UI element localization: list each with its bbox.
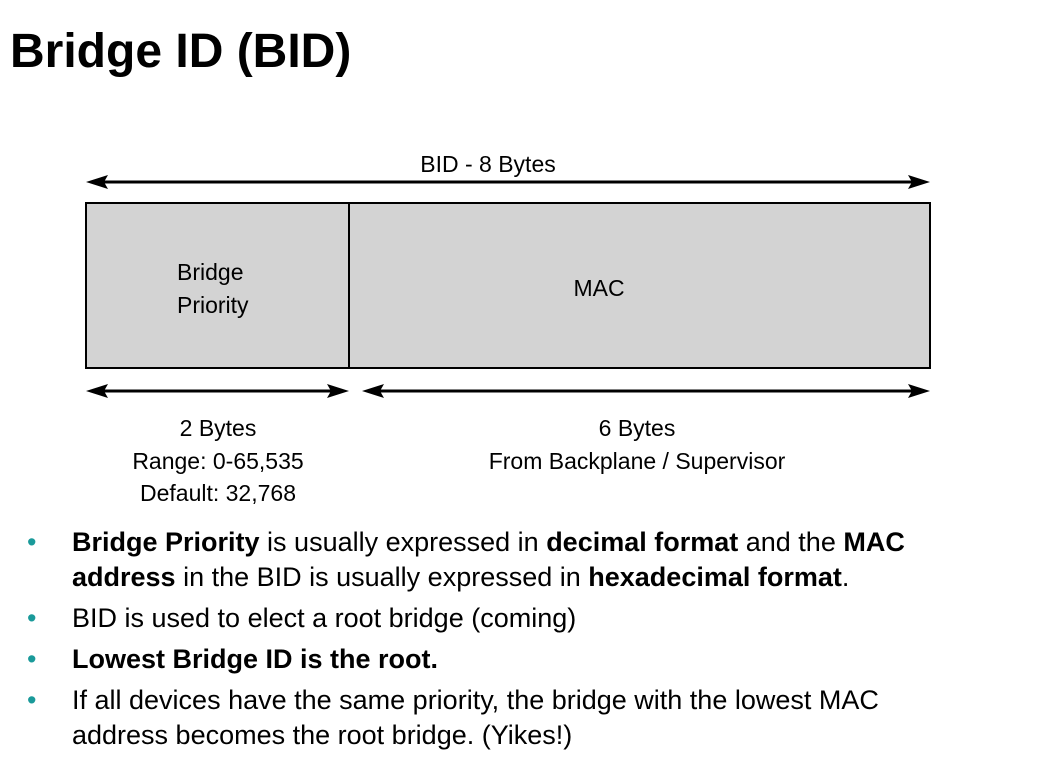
bid-diagram-svg: BID - 8 Bytes Bridge Priority MAC 2 Byte… <box>85 151 931 506</box>
bullet-line: Lowest Bridge ID is the root. <box>72 642 1054 677</box>
bullet-dot-icon: • <box>27 603 37 633</box>
mac-field <box>348 202 931 369</box>
bullet-line: address becomes the root bridge. (Yikes!… <box>72 718 1054 753</box>
bullet-item: • If all devices have the same priority, … <box>0 683 1054 753</box>
bullet-bold-text: MAC <box>843 527 905 557</box>
bullet-text: address becomes the root bridge. (Yikes!… <box>72 720 573 750</box>
bullet-dot-icon: • <box>27 644 37 674</box>
bullet-bold-text: Lowest Bridge ID is the root. <box>72 644 439 674</box>
priority-size-caption: 2 Bytes <box>180 415 257 441</box>
bullet-text: and the <box>738 527 844 557</box>
bridge-priority-label-line2: Priority <box>177 292 249 318</box>
bullet-bold-text: Bridge Priority <box>72 527 260 557</box>
bullet-item: • Bridge Priority is usually expressed in… <box>0 525 1054 595</box>
bullet-line: BID is used to elect a root bridge (comi… <box>72 601 1054 636</box>
bullet-line: Bridge Priority is usually expressed in … <box>72 525 1054 560</box>
bridge-priority-field <box>85 202 350 369</box>
mac-label: MAC <box>573 275 624 301</box>
page-title: Bridge ID (BID) <box>10 25 352 78</box>
bullet-text: . <box>841 562 850 592</box>
bullet-bold-text: hexadecimal format <box>588 562 842 592</box>
priority-range-caption: Range: 0-65,535 <box>132 448 303 474</box>
bullet-dot-icon: • <box>27 685 37 715</box>
bullet-text: is usually expressed in <box>259 527 547 557</box>
bid-total-label: BID - 8 Bytes <box>420 151 555 177</box>
bullet-bold-text: decimal format <box>546 527 739 557</box>
bullet-line: If all devices have the same priority, t… <box>72 683 1054 718</box>
bridge-priority-label-line1: Bridge <box>177 259 243 285</box>
priority-default-caption: Default: 32,768 <box>140 480 296 506</box>
bullet-bold-text: address <box>72 562 176 592</box>
mac-source-caption: From Backplane / Supervisor <box>489 448 786 474</box>
bid-diagram: BID - 8 Bytes Bridge Priority MAC 2 Byte… <box>85 151 931 506</box>
bullet-line: address in the BID is usually expressed … <box>72 560 1054 595</box>
bullet-text: in the BID is usually expressed in <box>175 562 589 592</box>
priority-size-arrow <box>86 384 349 398</box>
bullet-text: BID is used to elect a root bridge (comi… <box>72 603 577 633</box>
bullet-item: • BID is used to elect a root bridge (com… <box>0 601 1054 636</box>
bid-total-arrow <box>86 175 930 189</box>
bullet-text: If all devices have the same priority, t… <box>72 685 879 715</box>
bullet-item: • Lowest Bridge ID is the root. <box>0 642 1054 677</box>
bullet-dot-icon: • <box>27 527 37 557</box>
bullet-list: • Bridge Priority is usually expressed in… <box>0 525 1054 759</box>
mac-size-arrow <box>362 384 930 398</box>
mac-size-caption: 6 Bytes <box>599 415 676 441</box>
